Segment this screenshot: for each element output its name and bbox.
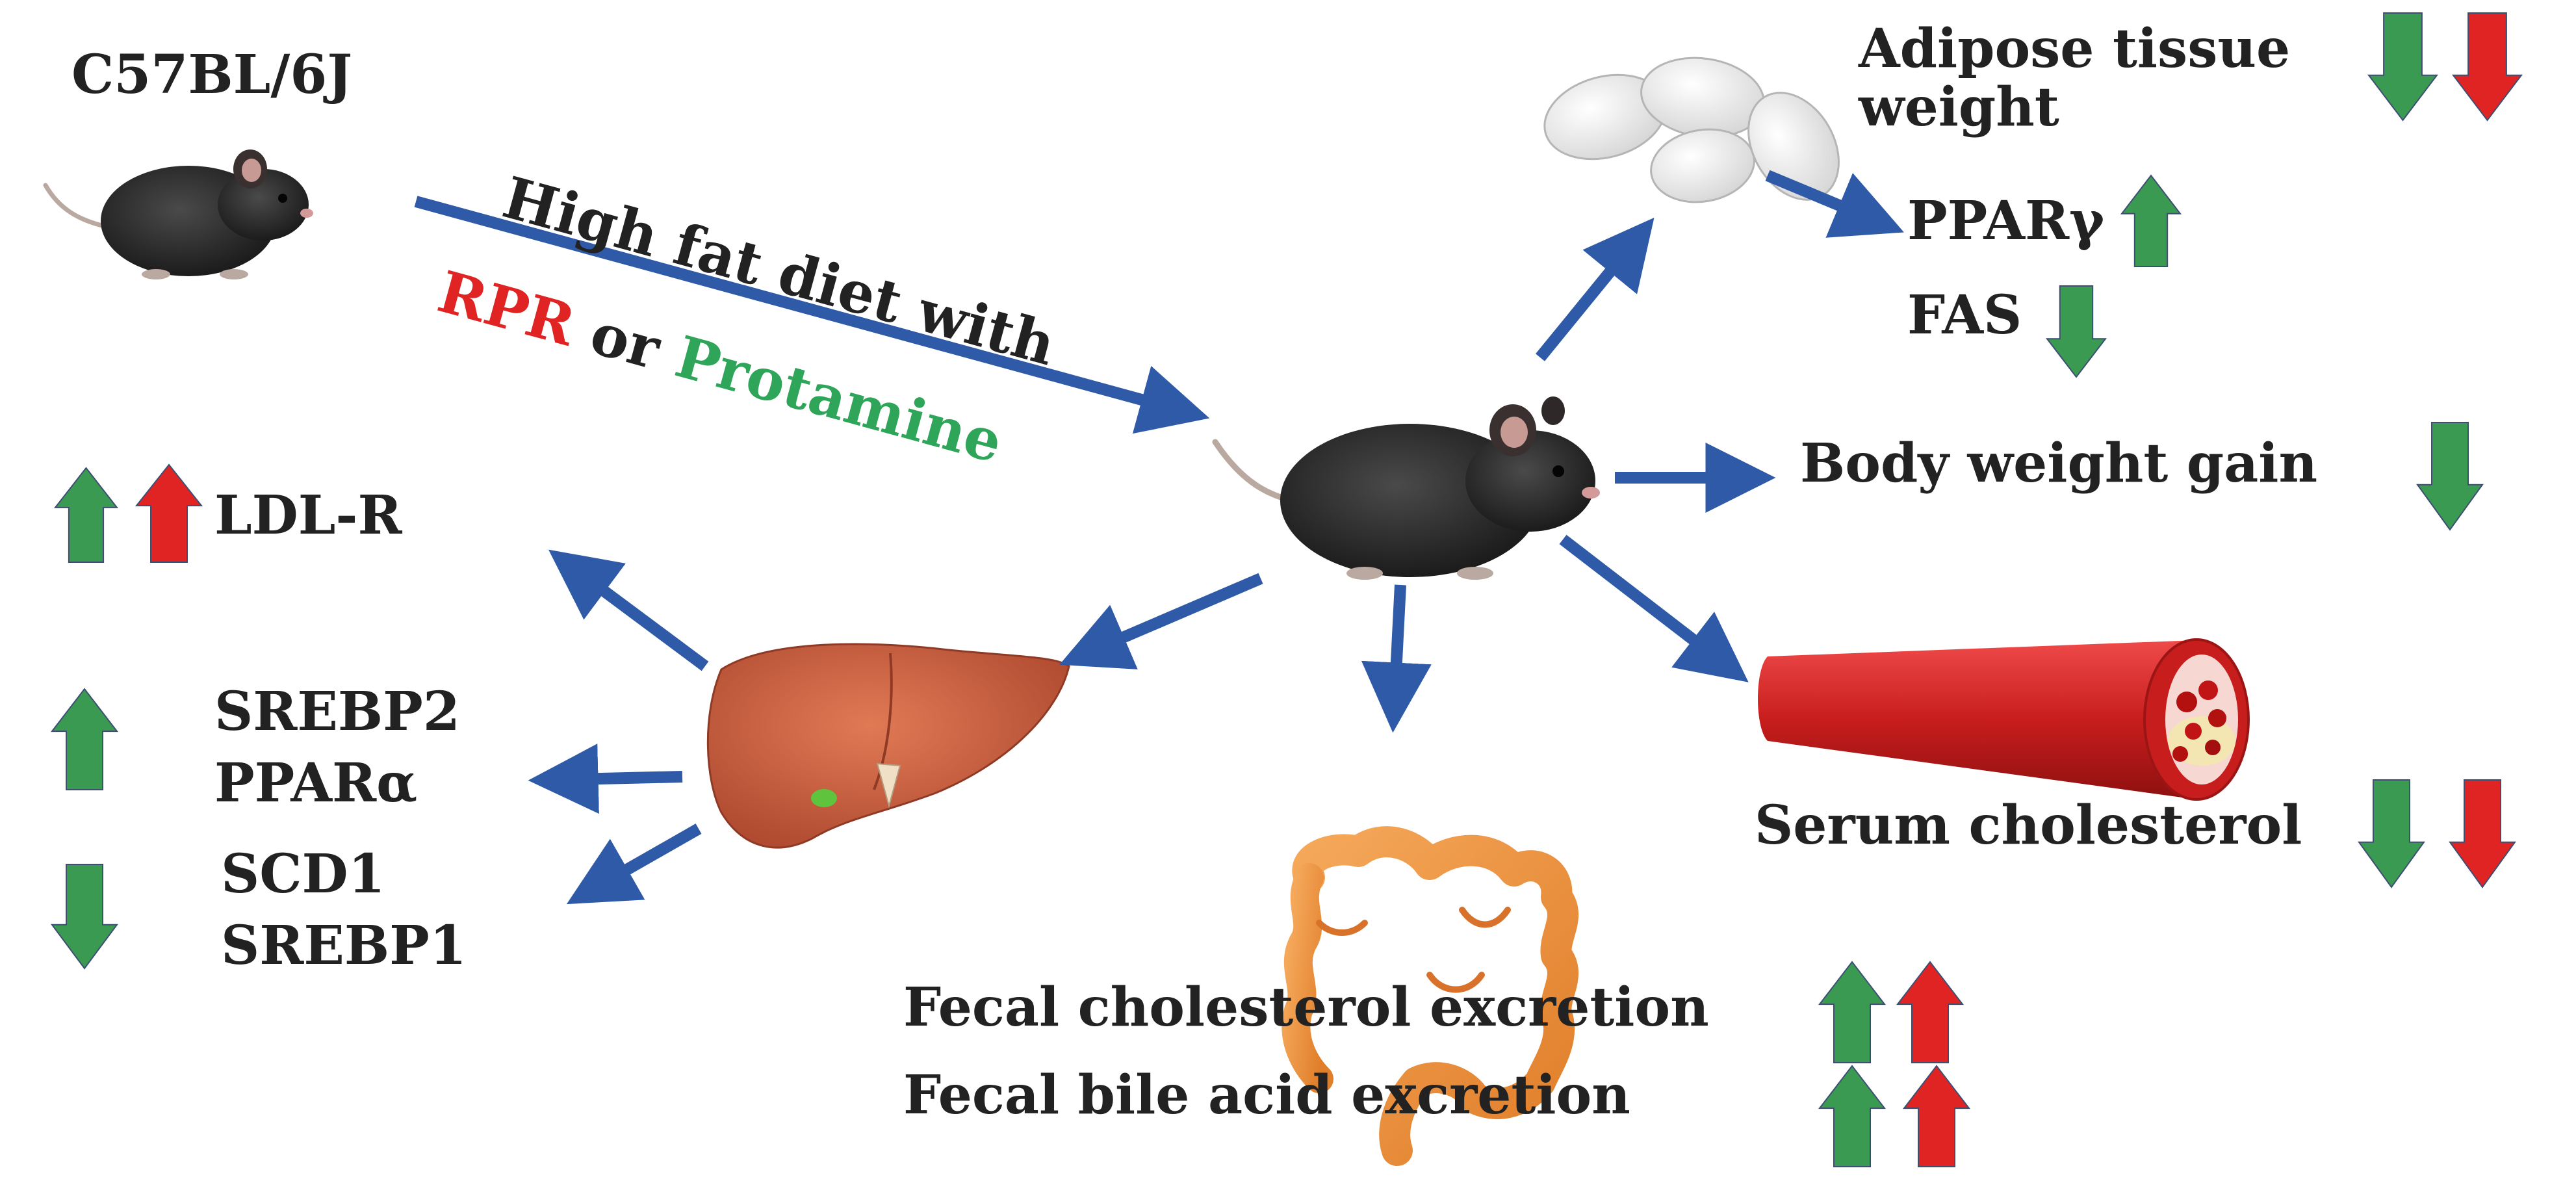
up-arrow-green [50,688,119,790]
adipocyte-icon [1543,57,1840,203]
to-intestine-arrow [1361,584,1432,733]
indicator-arrows [50,12,2523,1167]
to-ldlr-arrow [548,549,709,671]
to-adipose-arrow [1536,217,1655,361]
down-arrow-red [2451,12,2523,122]
up-arrow-green [53,467,119,563]
to-liver-arrow [1059,573,1263,669]
down-arrow-red [2449,779,2516,888]
fecal-cholesterol-label: Fecal cholesterol excretion [903,976,1709,1039]
ppara-label: PPARα [214,752,418,814]
adipose-label: Adipose tissue weight [1859,18,2291,139]
up-arrow-green [2120,174,2182,267]
to-serum-arrow [1559,534,1749,682]
diet-arrow [414,196,1210,434]
mouse-icon [1212,396,1600,580]
up-arrow-green [1818,1065,1887,1167]
up-arrow-red [1896,961,1964,1063]
down-arrow-green [2367,12,2439,122]
blood-vessel-icon [1758,638,2250,801]
to-srebp2-arrow [528,744,683,814]
pparg-label: PPARγ [1907,190,2105,252]
to-pparg-arrow [1765,170,1904,238]
mouse-icon [43,149,313,279]
to-scd1-arrow [566,823,702,905]
srebp1-label: SREBP1 [221,914,467,977]
srebp2-label: SREBP2 [214,680,460,743]
arrows [414,170,1904,905]
liver-icon [706,643,1070,849]
ldlr-label: LDL-R [214,484,402,547]
intestine-icon [1282,826,1578,1166]
down-arrow-green [2416,422,2484,531]
up-arrow-red [135,463,203,563]
serum-cholesterol-label: Serum cholesterol [1755,794,2302,857]
scd1-label: SCD1 [221,843,385,905]
down-arrow-green [51,864,118,970]
fecal-bile-acid-label: Fecal bile acid excretion [903,1064,1630,1126]
body-weight-label: Body weight gain [1800,432,2318,495]
down-arrow-green [2045,285,2107,378]
up-arrow-red [1902,1065,1971,1167]
fas-label: FAS [1907,284,2022,346]
strain-label: C57BL/6J [71,44,353,106]
up-arrow-green [1818,961,1887,1063]
down-arrow-green [2358,779,2425,888]
